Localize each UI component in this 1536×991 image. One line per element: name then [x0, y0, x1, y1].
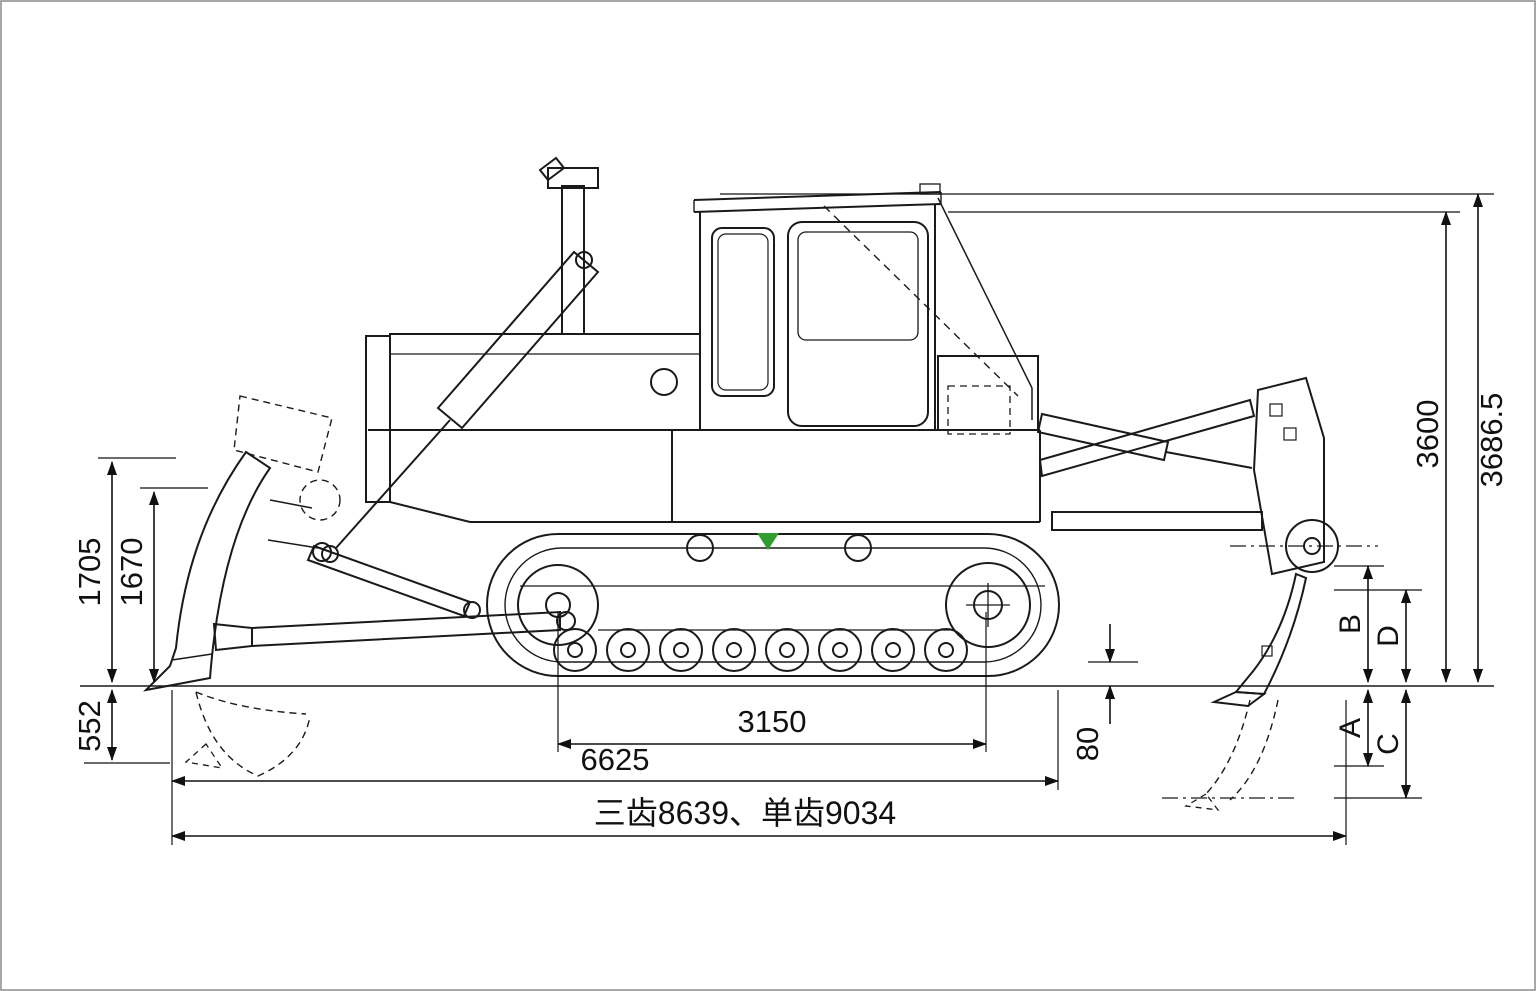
windshield-inner	[717, 233, 769, 391]
blade-bracket	[269, 499, 313, 509]
dim-label-552: 552	[72, 700, 107, 752]
track-assembly	[486, 533, 1060, 677]
road-wheel	[924, 628, 968, 672]
push-arm-pivot	[556, 611, 576, 631]
rain-cap	[538, 156, 566, 182]
road-wheel-hub	[779, 642, 795, 658]
shank-lowered-dashed	[1229, 699, 1279, 801]
blade-moldboard	[143, 450, 272, 692]
ripper-assembly	[1036, 376, 1378, 811]
track-outer-outline	[486, 533, 1060, 677]
carrier-roller	[686, 534, 714, 562]
blade-top-dashed	[233, 395, 333, 473]
road-wheel-hub	[832, 642, 848, 658]
dimension-labels: 1705 1670 552 3150 6625 三齿8639、单齿9034 80…	[72, 393, 1509, 831]
dim-label-B: B	[1334, 614, 1367, 634]
tank-hatch-dashed	[947, 385, 1011, 435]
tank-outline	[937, 355, 1039, 431]
hood-cap	[650, 368, 678, 396]
dim-label-3686.5: 3686.5	[1474, 393, 1509, 488]
cylinder-rod	[335, 419, 451, 549]
road-wheel-hub	[620, 642, 636, 658]
tilt-brace	[306, 544, 472, 618]
windshield	[711, 227, 775, 397]
muffler	[547, 167, 599, 189]
dim-label-80: 80	[1070, 727, 1105, 761]
dim-label-overall-length: 三齿8639、单齿9034	[594, 795, 896, 831]
rear-tank	[937, 355, 1039, 435]
hood-outline	[389, 333, 701, 431]
blade-lift-cylinder	[321, 250, 600, 563]
road-wheel-hub	[726, 642, 742, 658]
dim-label-C: C	[1372, 733, 1405, 755]
drive-sprocket	[945, 562, 1031, 648]
ripper-frame-detail	[1269, 403, 1283, 417]
push-arm	[251, 610, 561, 648]
push-arm-bracket	[212, 622, 253, 652]
cutting-edge	[171, 653, 213, 661]
road-wheel	[553, 628, 597, 672]
dim-label-1670: 1670	[114, 538, 149, 607]
dim-label-3600: 3600	[1410, 400, 1445, 469]
dim-label-1705: 1705	[72, 538, 107, 607]
radiator-grille	[365, 335, 391, 503]
road-wheel-hub	[885, 642, 901, 658]
canopy-brace-dashed	[823, 205, 1019, 397]
road-wheel	[659, 628, 703, 672]
blade-link-dashed	[299, 479, 341, 521]
ripper-shank	[1234, 572, 1308, 696]
ripper-frame-detail	[1283, 427, 1297, 441]
cylinder-top-pin	[575, 251, 593, 269]
road-wheels	[553, 628, 968, 672]
ripper-frame	[1252, 376, 1325, 576]
road-wheel-hub	[567, 642, 583, 658]
exhaust-pipe	[561, 185, 585, 335]
cg-marker	[757, 533, 779, 550]
cab	[693, 183, 1033, 430]
track-inner-outline	[504, 547, 1042, 663]
carrier-roller	[844, 534, 872, 562]
blade-tip-dashed	[184, 743, 224, 769]
ripper-upper-link	[1038, 398, 1256, 478]
dim-label-3150: 3150	[738, 704, 807, 739]
dimension-lines	[84, 193, 1494, 845]
blade-lowered-dashed	[195, 691, 307, 715]
cab-roof	[693, 203, 942, 213]
blade-lowered-dashed	[195, 691, 311, 777]
shank-pin	[1261, 645, 1273, 657]
ripper-cylinder-rod	[1165, 451, 1253, 469]
ripper-tooth	[1210, 690, 1267, 708]
road-wheel	[871, 628, 915, 672]
blade-bracket	[267, 539, 319, 549]
road-wheel-hub	[938, 642, 954, 658]
canopy-brace	[937, 197, 1033, 389]
road-wheel	[712, 628, 756, 672]
shank-lowered-dashed	[1205, 699, 1251, 795]
ripper-cylinder	[1036, 412, 1170, 462]
tilt-brace-pivot	[463, 601, 481, 619]
road-wheel-hub	[673, 642, 689, 658]
road-wheel	[765, 628, 809, 672]
road-wheel	[606, 628, 650, 672]
cab-door	[787, 221, 929, 427]
door-window	[797, 231, 919, 341]
cylinder-barrel	[436, 250, 600, 430]
dim-label-6625: 6625	[581, 742, 650, 777]
tooth-lowered-dashed	[1184, 793, 1220, 811]
dim-label-D: D	[1372, 625, 1405, 647]
ripper-lower-link	[1051, 511, 1263, 531]
canopy-beam	[693, 191, 942, 201]
machine-drawing	[80, 156, 1494, 811]
blade-assembly	[143, 395, 576, 777]
road-wheel	[818, 628, 862, 672]
dim-label-A: A	[1334, 718, 1367, 738]
body-front-slope	[389, 501, 471, 523]
exhaust-stack	[538, 156, 599, 335]
